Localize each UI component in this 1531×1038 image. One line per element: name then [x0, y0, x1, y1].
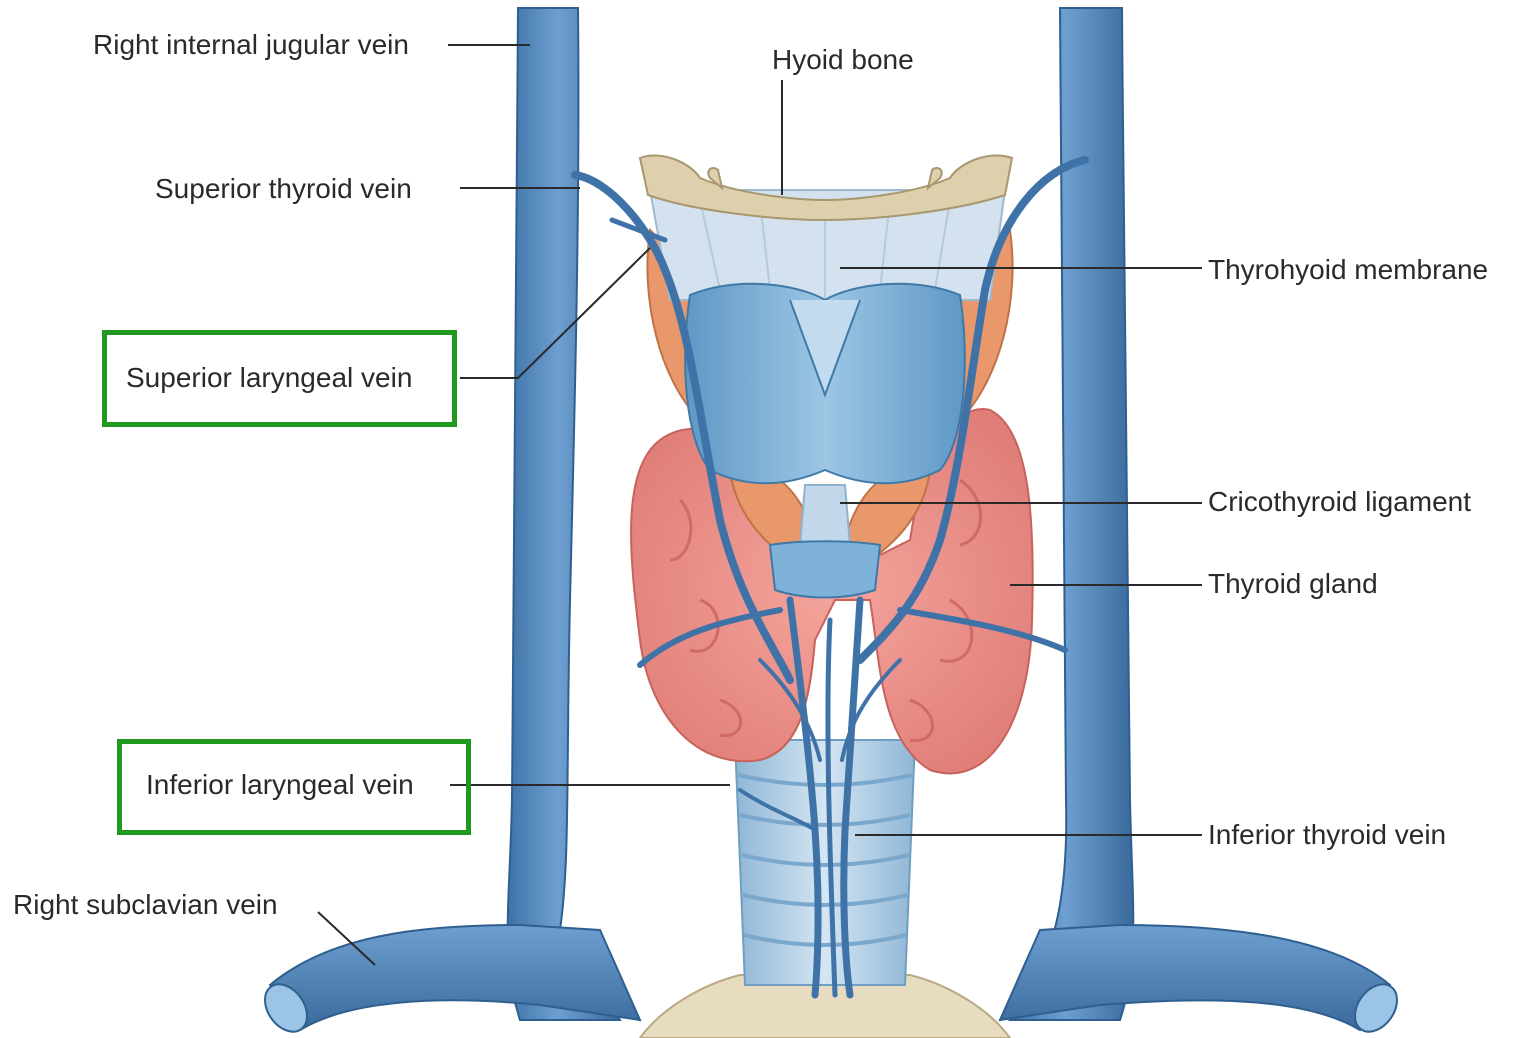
cricoid-cartilage — [770, 541, 880, 597]
trachea — [735, 740, 915, 985]
label-superior-laryngeal-vein: Superior laryngeal vein — [126, 364, 412, 392]
label-superior-thyroid-vein: Superior thyroid vein — [155, 175, 412, 203]
label-right-subclavian-vein: Right subclavian vein — [13, 891, 278, 919]
cricothyroid-ligament — [800, 485, 850, 545]
right-subclavian-vein — [256, 925, 640, 1038]
thyroid-cartilage — [685, 284, 965, 483]
label-cricothyroid-ligament: Cricothyroid ligament — [1208, 488, 1471, 516]
label-inferior-thyroid-vein: Inferior thyroid vein — [1208, 821, 1446, 849]
right-internal-jugular-vein — [508, 8, 620, 1020]
label-right-internal-jugular-vein: Right internal jugular vein — [93, 31, 409, 59]
label-hyoid-bone: Hyoid bone — [772, 46, 914, 74]
label-thyroid-gland: Thyroid gland — [1208, 570, 1378, 598]
left-subclavian-vein — [1000, 925, 1406, 1038]
label-inferior-laryngeal-vein: Inferior laryngeal vein — [146, 771, 414, 799]
label-thyrohyoid-membrane: Thyrohyoid membrane — [1208, 256, 1488, 284]
